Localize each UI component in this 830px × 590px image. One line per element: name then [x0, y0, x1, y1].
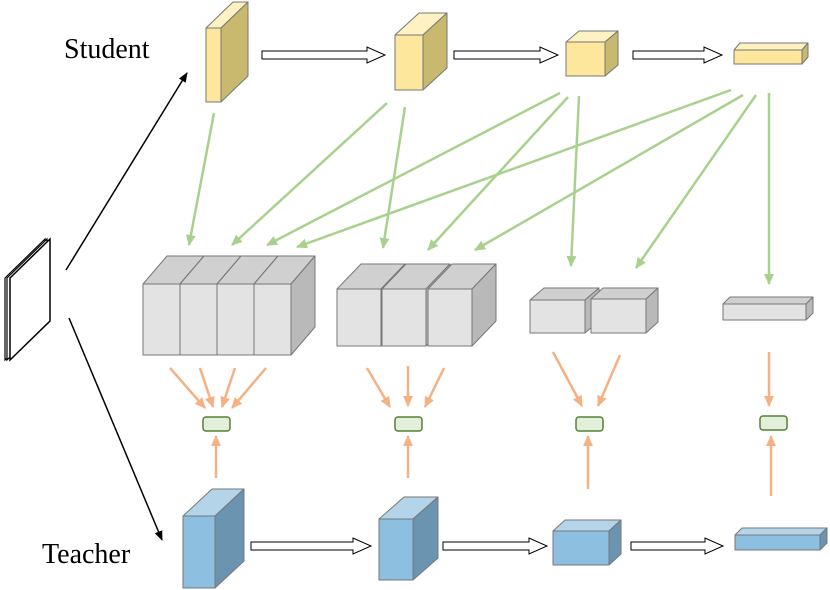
hollow-arrows	[250, 46, 725, 555]
input-to-student-arrow	[65, 72, 188, 271]
green-arrow	[231, 102, 388, 246]
feature-blocks	[142, 1, 828, 589]
orange-arrow	[423, 367, 446, 408]
student-feature-4	[733, 42, 809, 65]
orange-arrow	[169, 367, 206, 409]
loss-node	[202, 416, 231, 432]
student-label: Student	[64, 34, 150, 65]
input-arrows	[65, 72, 188, 541]
teacher-feature-1	[182, 488, 245, 589]
teacher-arrow-3	[630, 537, 725, 555]
loss-node	[759, 415, 788, 431]
orange-arrow	[198, 367, 215, 408]
gray-block	[427, 263, 497, 347]
orange-arrow	[365, 367, 392, 408]
gray-block	[722, 296, 814, 321]
orange-arrow	[551, 351, 584, 407]
input-image-front	[9, 237, 51, 362]
loss-node	[575, 416, 604, 432]
green-arrow	[474, 93, 744, 252]
orange-arrow	[231, 367, 267, 409]
student-feature-3	[565, 30, 619, 77]
gray-block	[590, 287, 659, 334]
green-arrow	[379, 106, 407, 249]
teacher-arrow-2	[442, 537, 549, 555]
green-arrow	[566, 95, 581, 267]
teacher-feature-4	[734, 527, 828, 551]
teacher-label: Teacher	[42, 539, 131, 570]
teacher-arrow-1	[250, 537, 373, 555]
student-feature-2	[394, 12, 448, 91]
student-arrow-2	[453, 46, 560, 64]
green-arrow	[185, 112, 216, 246]
orange-arrow	[220, 367, 237, 408]
student-feature-1	[205, 1, 249, 103]
green-arrows	[185, 88, 774, 285]
loss-node	[394, 416, 423, 432]
green-arrow	[296, 88, 732, 249]
orange-arrows	[169, 351, 776, 496]
green-arrow	[634, 94, 758, 269]
student-arrow-1	[261, 46, 387, 64]
teacher-feature-3	[552, 519, 622, 566]
green-arrow	[266, 91, 561, 247]
input-image-icon	[4, 237, 51, 362]
orange-arrow	[596, 354, 622, 407]
gray-block	[253, 255, 316, 356]
input-to-teacher-arrow	[68, 317, 163, 541]
gray-block	[529, 287, 600, 334]
teacher-feature-2	[378, 496, 439, 581]
student-arrow-3	[632, 46, 724, 64]
